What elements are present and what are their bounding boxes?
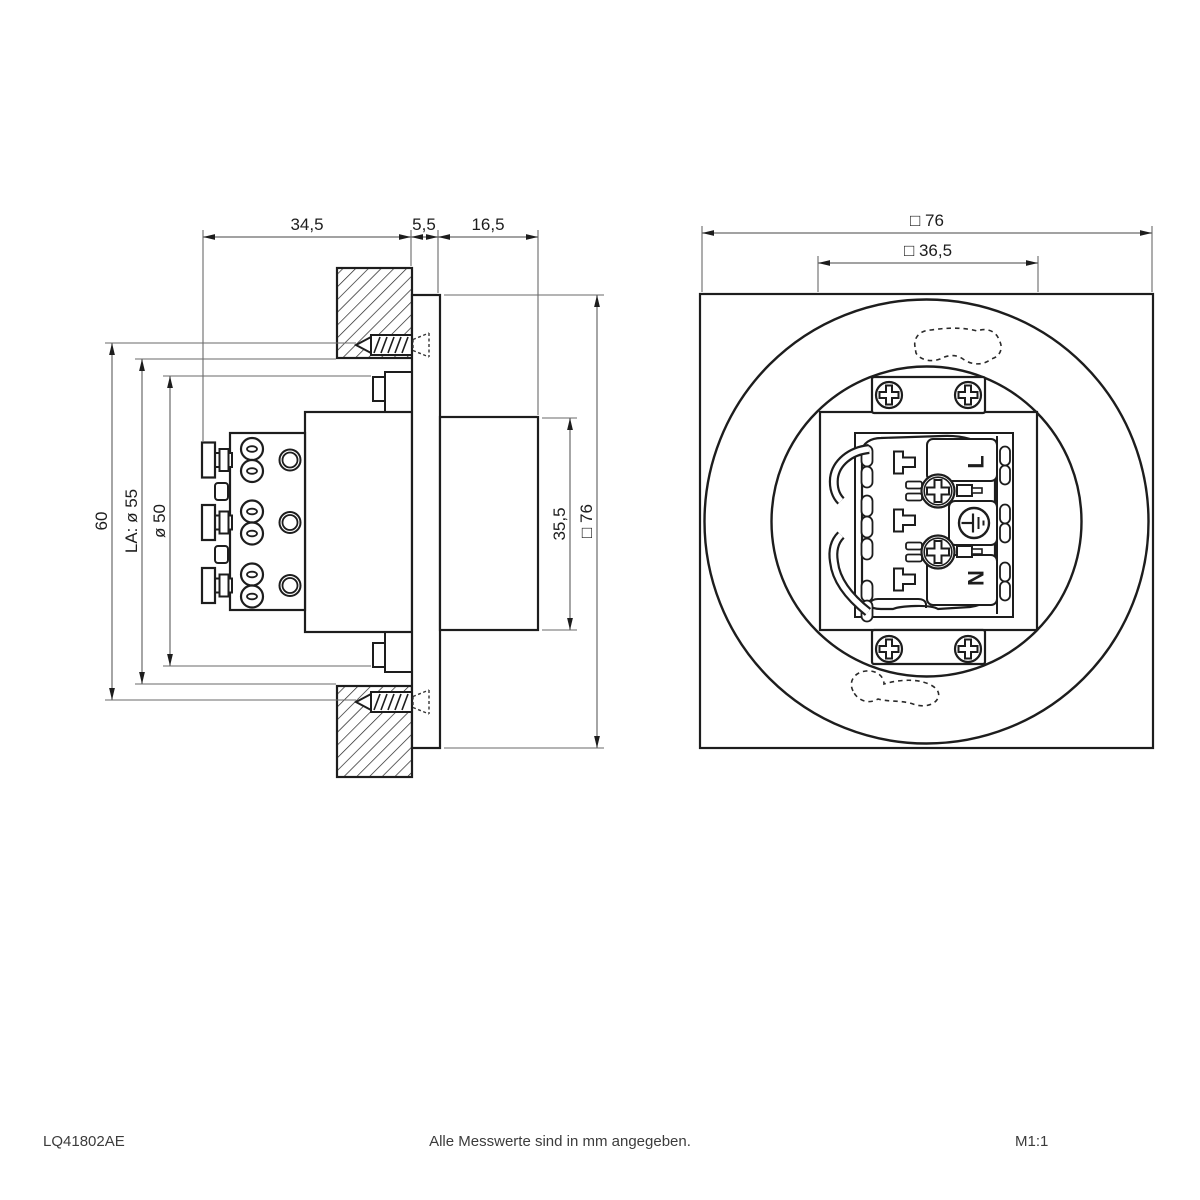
terminal-screw: [200, 566, 233, 605]
wire-hook-bottom: [828, 531, 872, 616]
clamp-flags: [956, 484, 983, 558]
front-plate-side: [410, 293, 442, 750]
terminal-rib: [214, 482, 229, 501]
wire-prongs: [905, 480, 923, 563]
wire-ovals-left: [860, 444, 874, 623]
earth-symbol-icon: [957, 506, 991, 540]
wire-hook-top: [828, 444, 870, 505]
mounting-tab-top: [870, 375, 987, 415]
cell-line: [926, 438, 998, 482]
phillips-screw-icon: [953, 380, 983, 410]
front-view-dimensions: □ 76 □ 36,5: [701, 211, 1153, 292]
front-box-side: [438, 415, 540, 632]
footer: LQ41802AE Alle Messwerte sind in mm ange…: [43, 1133, 1048, 1150]
wire-ovals-right: [999, 445, 1011, 602]
dim-cutout: LA: ø 55: [122, 489, 141, 553]
wire-entry-holes: [239, 436, 265, 609]
terminal-block-side: [200, 431, 307, 612]
scale-label: M1:1: [1015, 1133, 1048, 1150]
terminal-rib: [214, 545, 229, 564]
dim-inner-size: □ 36,5: [904, 241, 952, 260]
terminal-screw: [200, 503, 233, 542]
article-number: LQ41802AE: [43, 1133, 125, 1150]
dim-height-overall: 60: [92, 512, 111, 531]
release-slots: [893, 450, 916, 592]
dim-plate-thickness: 5,5: [412, 215, 436, 234]
terminal-screw: [200, 441, 233, 479]
dim-front-height: 35,5: [550, 507, 569, 540]
retaining-clip-lower: [372, 631, 413, 673]
terminal-block-front: L N: [828, 432, 1014, 623]
release-ports: [278, 448, 302, 597]
terminal-label-neutral: N: [964, 570, 989, 586]
dim-depth-housing: 34,5: [290, 215, 323, 234]
dim-front-depth: 16,5: [471, 215, 504, 234]
dim-body-diameter: ø 50: [150, 504, 169, 538]
cable-knockout-top: [913, 327, 1002, 365]
terminal-phillips-screw-icon: [920, 473, 956, 509]
dim-plate-size-side: □ 76: [577, 504, 596, 538]
terminal-label-line: L: [964, 455, 989, 468]
phillips-screw-icon: [953, 634, 983, 664]
side-view-dimensions: 34,5 5,5 16,5 60 LA: ø 55 ø 50 35,5 □ 76: [92, 215, 604, 749]
retaining-clip-upper: [372, 371, 413, 413]
outer-housing-circle: [703, 298, 1150, 745]
measurement-note: Alle Messwerte sind in mm angegeben.: [429, 1133, 691, 1150]
terminal-phillips-screw-icon: [920, 534, 956, 570]
front-view: L N □ 76 □ 36,5: [698, 211, 1155, 750]
housing-body: [303, 410, 414, 634]
dim-outer-size: □ 76: [910, 211, 944, 230]
phillips-screw-icon: [874, 380, 904, 410]
phillips-screw-icon: [874, 634, 904, 664]
side-section-view: 34,5 5,5 16,5 60 LA: ø 55 ø 50 35,5 □ 76: [92, 215, 604, 779]
inner-housing-circle: [770, 365, 1083, 678]
